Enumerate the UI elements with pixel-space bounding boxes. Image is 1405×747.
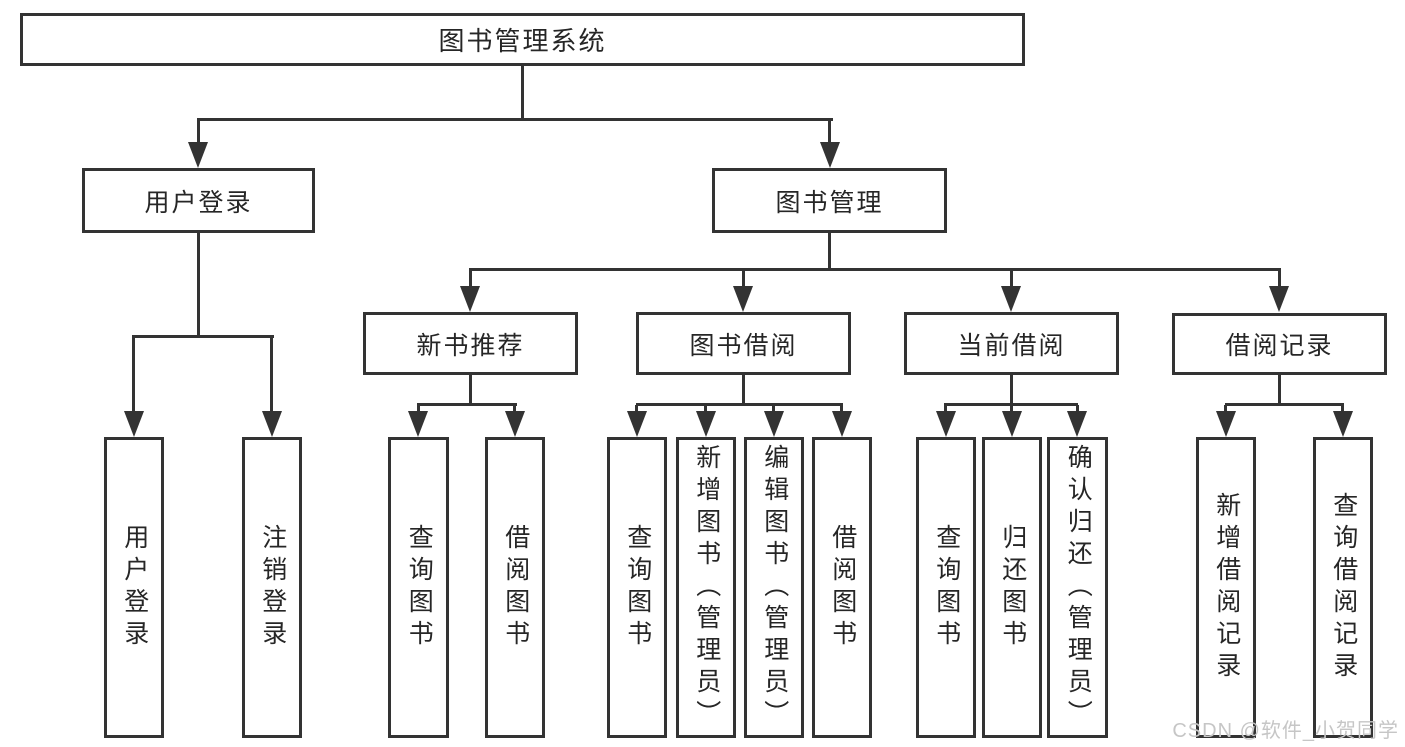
- node-label: 当前借阅: [957, 331, 1066, 360]
- arrowhead-down-icon: [733, 286, 753, 312]
- node-label: 查询图书: [405, 523, 434, 652]
- node-label: 用户登录: [144, 188, 253, 217]
- connector-stem: [469, 270, 472, 288]
- arrowhead-down-icon: [832, 411, 852, 437]
- node-label: 查询图书: [932, 523, 961, 652]
- arrowhead-down-icon: [1001, 286, 1021, 312]
- arrowhead-down-icon: [188, 142, 208, 168]
- node-leaf-edit-books-admin: 编辑图书（管理员）: [744, 437, 804, 738]
- arrowhead-down-icon: [460, 286, 480, 312]
- connector-stem: [828, 120, 831, 144]
- connector-stem: [742, 375, 745, 405]
- node-label: 新增借阅记录: [1212, 491, 1241, 684]
- node-user-login: 用户登录: [82, 168, 315, 233]
- connector-stem: [197, 120, 200, 144]
- node-label: 图书管理: [775, 188, 884, 217]
- watermark: CSDN @软件_小贺同学: [1172, 720, 1399, 742]
- connector-stem: [840, 405, 843, 413]
- connector-user-login-stem: [197, 233, 200, 337]
- arrowhead-down-icon: [1002, 411, 1022, 437]
- node-leaf-logout: 注销登录: [242, 437, 302, 738]
- node-leaf-query-books-current: 查询图书: [916, 437, 976, 738]
- node-label: 注销登录: [258, 523, 287, 652]
- connector-book-mgmt-stem: [828, 233, 831, 271]
- node-label: 查询图书: [623, 523, 652, 652]
- connector-stem: [1278, 375, 1281, 405]
- arrowhead-down-icon: [820, 142, 840, 168]
- arrowhead-down-icon: [696, 411, 716, 437]
- node-borrowing-records: 借阅记录: [1172, 313, 1387, 375]
- connector-stem: [132, 337, 135, 413]
- node-book-management: 图书管理: [712, 168, 947, 233]
- node-leaf-add-books-admin: 新增图书（管理员）: [676, 437, 736, 738]
- connector-stem: [1010, 270, 1013, 288]
- connector-stem: [1076, 405, 1079, 413]
- arrowhead-down-icon: [124, 411, 144, 437]
- connector-stem: [469, 375, 472, 405]
- node-leaf-borrow-books-recommend: 借阅图书: [485, 437, 545, 738]
- node-label: 编辑图书（管理员）: [760, 443, 789, 732]
- node-leaf-query-borrow-record: 查询借阅记录: [1313, 437, 1373, 738]
- node-leaf-confirm-return-admin: 确认归还（管理员）: [1047, 437, 1108, 738]
- node-leaf-user-login: 用户登录: [104, 437, 164, 738]
- arrowhead-down-icon: [627, 411, 647, 437]
- arrowhead-down-icon: [936, 411, 956, 437]
- node-leaf-borrow-books-borrowing: 借阅图书: [812, 437, 872, 738]
- node-label: 查询借阅记录: [1329, 491, 1358, 684]
- node-book-borrowing: 图书借阅: [636, 312, 851, 375]
- connector-stem: [1010, 405, 1013, 413]
- connector-root-stem: [521, 66, 524, 121]
- node-label: 借阅记录: [1225, 332, 1334, 360]
- connector-rail: [944, 403, 1078, 406]
- node-label: 借阅图书: [501, 523, 530, 652]
- arrowhead-down-icon: [408, 411, 428, 437]
- node-current-borrowing: 当前借阅: [904, 312, 1119, 375]
- node-label: 用户登录: [120, 523, 149, 652]
- connector-stem: [417, 405, 420, 413]
- connector-stem: [704, 405, 707, 413]
- node-library-management-system: 图书管理系统: [20, 13, 1025, 66]
- connector-level2-rail: [197, 118, 833, 121]
- node-leaf-return-books: 归还图书: [982, 437, 1042, 738]
- arrowhead-down-icon: [1269, 286, 1289, 312]
- node-label: 借阅图书: [828, 523, 857, 652]
- connector-stem: [944, 405, 947, 413]
- arrowhead-down-icon: [262, 411, 282, 437]
- arrowhead-down-icon: [1216, 411, 1236, 437]
- connector-stem: [742, 270, 745, 288]
- connector-rail: [417, 403, 517, 406]
- connector-rail: [1225, 403, 1344, 406]
- arrowhead-down-icon: [1333, 411, 1353, 437]
- node-label: 新增图书（管理员）: [692, 443, 721, 732]
- node-leaf-add-borrow-record: 新增借阅记录: [1196, 437, 1256, 738]
- node-label: 归还图书: [998, 523, 1027, 652]
- connector-user-login-rail: [132, 335, 274, 338]
- connector-level3-rail: [469, 268, 1281, 271]
- node-label: 确认归还（管理员）: [1064, 443, 1093, 732]
- node-new-book-recommendation: 新书推荐: [363, 312, 578, 375]
- arrowhead-down-icon: [505, 411, 525, 437]
- connector-rail: [636, 403, 843, 406]
- connector-stem: [1341, 405, 1344, 413]
- arrowhead-down-icon: [1067, 411, 1087, 437]
- connector-stem: [1224, 405, 1227, 413]
- node-leaf-query-books-recommend: 查询图书: [388, 437, 449, 738]
- connector-stem: [270, 337, 273, 413]
- connector-stem: [635, 405, 638, 413]
- node-label: 图书管理系统: [438, 26, 607, 56]
- connector-stem: [513, 405, 516, 413]
- connector-stem: [1278, 270, 1281, 288]
- connector-stem: [772, 405, 775, 413]
- node-leaf-query-books-borrowing: 查询图书: [607, 437, 667, 738]
- arrowhead-down-icon: [764, 411, 784, 437]
- node-label: 新书推荐: [416, 331, 525, 360]
- connector-stem: [1010, 375, 1013, 405]
- node-label: 图书借阅: [689, 331, 798, 360]
